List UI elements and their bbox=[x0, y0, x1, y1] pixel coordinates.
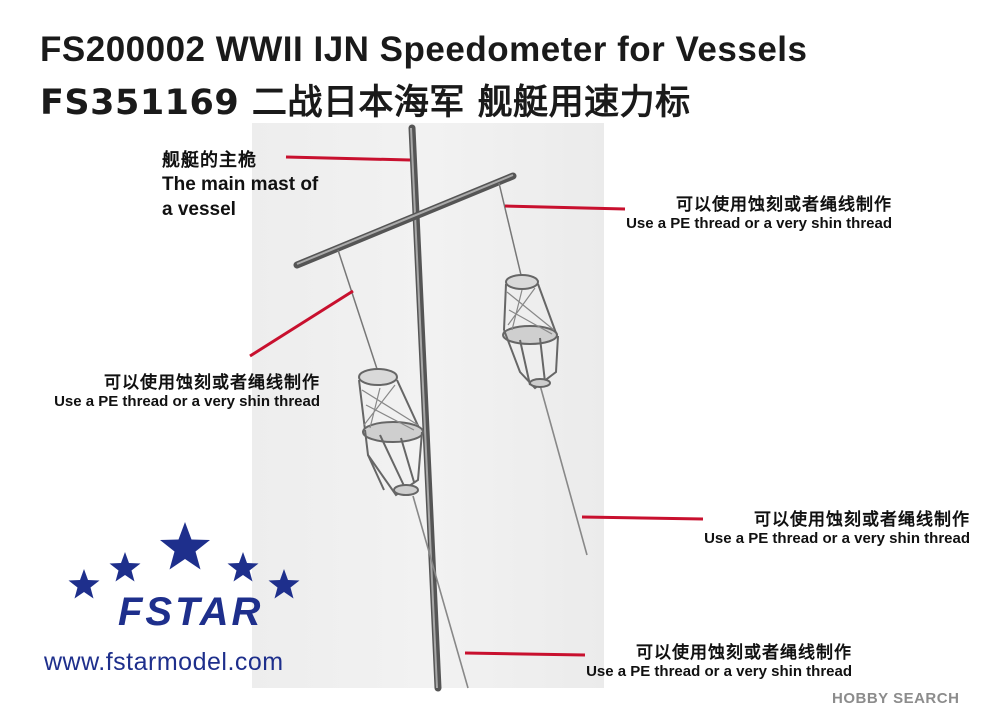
thread-label-zh: 可以使用蚀刻或者绳线制作 bbox=[104, 373, 320, 393]
thread-label-left: 可以使用蚀刻或者绳线制作 Use a PE thread or a very s… bbox=[18, 368, 320, 410]
thread-left-lower bbox=[412, 495, 469, 689]
thread-label-en: Use a PE thread or a very shin thread bbox=[586, 663, 852, 680]
thread-left bbox=[337, 249, 379, 373]
thread-right bbox=[498, 182, 522, 276]
thread-label-mid-right: 可以使用蚀刻或者绳线制作 Use a PE thread or a very s… bbox=[668, 505, 970, 547]
callout-thread-bottom bbox=[464, 651, 586, 657]
star-icon bbox=[68, 569, 100, 599]
brand-logo: FSTAR bbox=[118, 590, 264, 634]
thread-right-lower bbox=[539, 384, 588, 556]
callout-thread-left bbox=[249, 289, 354, 358]
star-icon bbox=[227, 552, 259, 582]
mast-label: 舰艇的主桅 The main mast of a vessel bbox=[162, 146, 318, 222]
thread-label-bottom: 可以使用蚀刻或者绳线制作 Use a PE thread or a very s… bbox=[550, 638, 852, 680]
thread-label-zh: 可以使用蚀刻或者绳线制作 bbox=[754, 510, 970, 530]
speedometer-basket-right bbox=[502, 274, 559, 390]
brand-url: www.fstarmodel.com bbox=[44, 648, 284, 676]
mast-label-en-2: a vessel bbox=[162, 199, 236, 220]
title-line-2: FS351169 二战日本海军 舰艇用速力标 bbox=[40, 83, 691, 123]
star-icon bbox=[109, 552, 141, 582]
thread-label-zh: 可以使用蚀刻或者绳线制作 bbox=[676, 195, 892, 215]
thread-label-en: Use a PE thread or a very shin thread bbox=[626, 215, 892, 232]
thread-label-zh: 可以使用蚀刻或者绳线制作 bbox=[636, 643, 852, 663]
title-line-1: FS200002 WWII IJN Speedometer for Vessel… bbox=[40, 30, 808, 69]
thread-label-top-right: 可以使用蚀刻或者绳线制作 Use a PE thread or a very s… bbox=[592, 190, 892, 232]
star-icon bbox=[268, 569, 300, 599]
brand-stars bbox=[68, 522, 300, 599]
callout-thread-mid-right bbox=[581, 515, 704, 521]
thread-label-en: Use a PE thread or a very shin thread bbox=[54, 393, 320, 410]
callout-thread-top-right bbox=[504, 204, 626, 211]
mast-label-en-1: The main mast of bbox=[162, 174, 319, 195]
speedometer-basket-left bbox=[358, 368, 424, 497]
thread-label-en: Use a PE thread or a very shin thread bbox=[704, 530, 970, 547]
mast-label-zh: 舰艇的主桅 bbox=[162, 150, 257, 171]
callout-mast bbox=[285, 155, 411, 162]
star-icon bbox=[160, 522, 210, 570]
watermark: HOBBY SEARCH bbox=[832, 690, 960, 707]
